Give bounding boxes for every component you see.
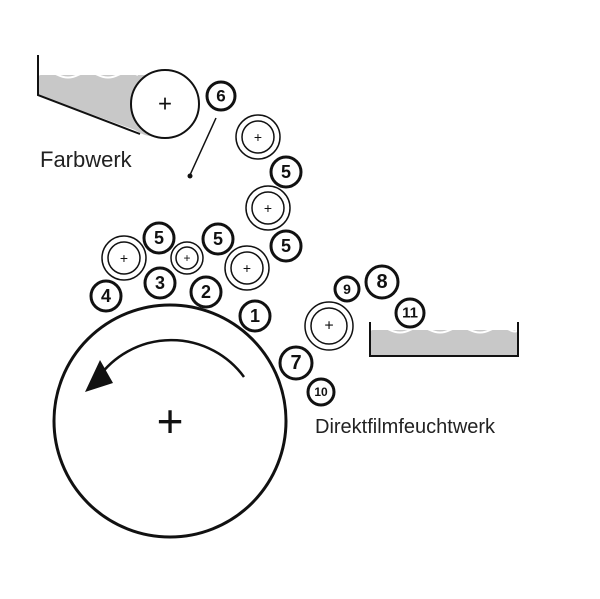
- svg-text:+: +: [254, 129, 262, 145]
- dampening-fountain: [369, 322, 519, 357]
- roller-badge-4: 4: [89, 279, 123, 313]
- roller-badge-11: 11: [394, 297, 426, 329]
- rotation-arrow-head: [85, 360, 113, 392]
- fountain-roller: +: [130, 69, 200, 139]
- svg-text:+: +: [324, 318, 333, 335]
- svg-text:3: 3: [155, 273, 165, 293]
- roller-badge-1: 1: [238, 299, 272, 333]
- svg-text:5: 5: [213, 229, 223, 249]
- svg-text:8: 8: [376, 271, 387, 293]
- svg-text:+: +: [264, 200, 272, 216]
- roller-badge-5: 5: [201, 222, 235, 256]
- svg-text:5: 5: [281, 162, 291, 182]
- svg-text:+: +: [120, 250, 128, 266]
- roller-badge-5: 5: [269, 229, 303, 263]
- roller-badge-2: 2: [189, 275, 223, 309]
- dampening-roller: +: [304, 301, 354, 351]
- plate-cylinder: +: [52, 303, 288, 539]
- ink-roller: +: [170, 241, 204, 275]
- svg-text:11: 11: [402, 305, 418, 322]
- ink-roller: +: [235, 114, 281, 160]
- svg-text:7: 7: [290, 352, 301, 374]
- roller-badge-10: 10: [306, 377, 336, 407]
- roller-badge-3: 3: [143, 266, 177, 300]
- ink-roller: +: [101, 235, 147, 281]
- svg-text:10: 10: [314, 385, 328, 399]
- svg-text:2: 2: [201, 282, 211, 302]
- svg-text:+: +: [243, 260, 251, 276]
- svg-text:4: 4: [101, 286, 111, 306]
- roller-badge-9: 9: [333, 275, 361, 303]
- ink-roller: +: [224, 245, 270, 291]
- roller-badge-6: 6: [205, 80, 237, 112]
- svg-text:5: 5: [281, 236, 291, 256]
- svg-text:9: 9: [343, 281, 351, 297]
- roller-badge-8: 8: [364, 264, 400, 300]
- svg-text:1: 1: [250, 306, 260, 326]
- plate-cylinder-plus: +: [157, 395, 184, 447]
- roller-badge-5: 5: [269, 155, 303, 189]
- ink-roller: +: [245, 185, 291, 231]
- rotation-arrow: [96, 338, 246, 379]
- svg-text:6: 6: [216, 87, 225, 106]
- ductor-pointer-line: [189, 117, 217, 176]
- roller-badge-7: 7: [278, 345, 314, 381]
- svg-text:+: +: [183, 251, 190, 265]
- fountain-roller-plus: +: [158, 91, 172, 118]
- label-farbwerk: Farbwerk: [40, 147, 133, 172]
- svg-text:5: 5: [154, 228, 164, 248]
- roller-badge-5: 5: [142, 221, 176, 255]
- label-direktfilmfeuchtwerk: Direktfilmfeuchtwerk: [315, 416, 496, 438]
- pointer-dot: [187, 173, 193, 179]
